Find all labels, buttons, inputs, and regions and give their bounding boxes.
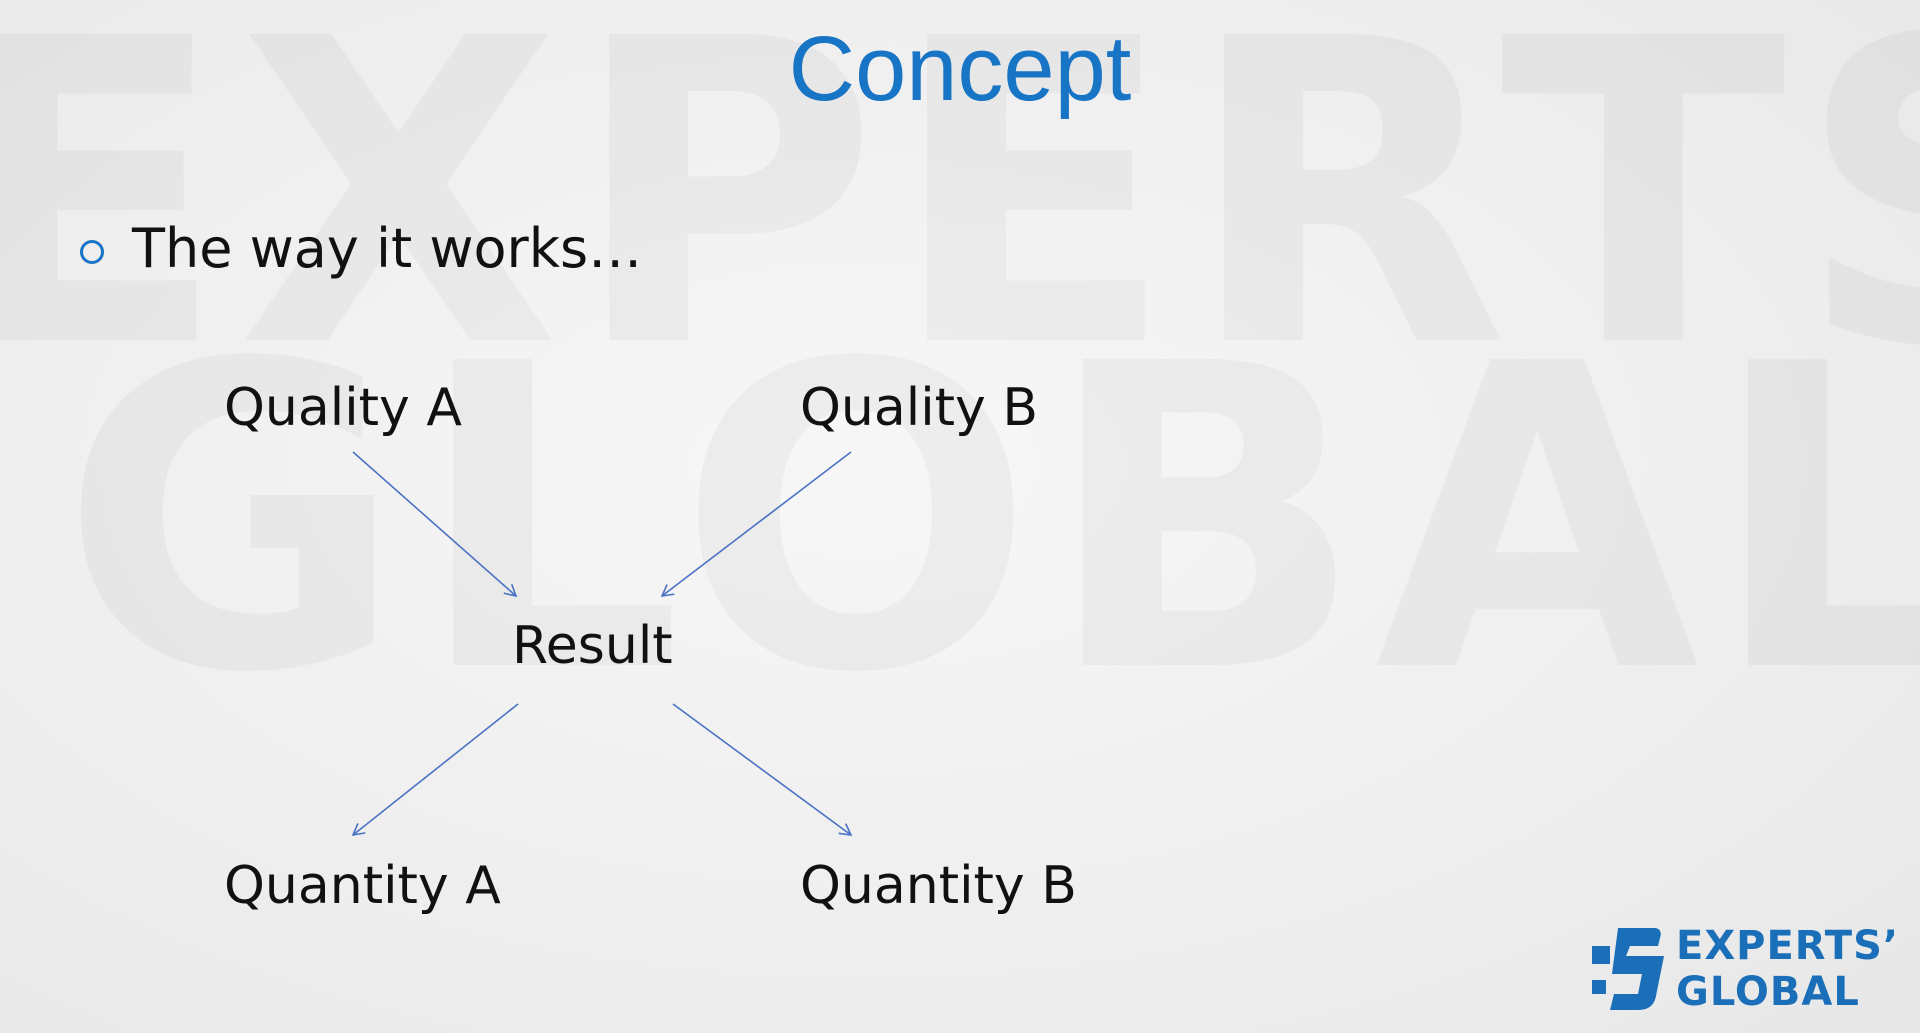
arrow-result-to-quantity-a (351, 703, 519, 837)
bullet-point: The way it works… (80, 208, 642, 288)
logo-text-line2: GLOBAL (1676, 969, 1860, 1015)
experts-global-logo: EXPERTS’ GLOBAL (1588, 922, 1898, 1016)
logo-mark-icon (1592, 928, 1664, 1010)
node-quality-b: Quality B (800, 378, 1039, 438)
node-quantity-b: Quantity B (800, 856, 1077, 916)
circle-bullet-icon (80, 240, 104, 264)
arrow-quality-a-to-result (352, 451, 518, 598)
arrow-quality-b-to-result (660, 451, 852, 598)
bullet-text: The way it works… (132, 216, 643, 280)
slide-title: Concept (788, 18, 1132, 120)
arrow-result-to-quantity-b (672, 703, 853, 836)
node-quality-a: Quality A (224, 378, 462, 438)
node-quantity-a: Quantity A (224, 856, 501, 916)
logo-text-line1: EXPERTS’ (1676, 923, 1900, 969)
node-result: Result (512, 616, 673, 676)
